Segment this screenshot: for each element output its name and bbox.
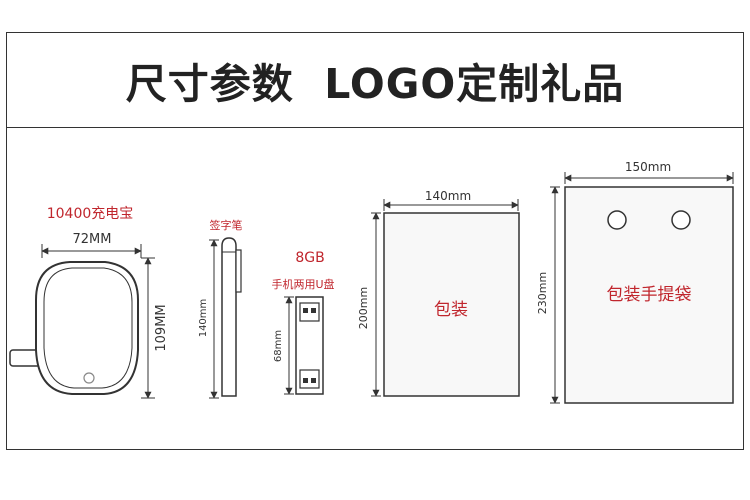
pen-name: 签字笔 [210, 218, 243, 232]
usb-pin [303, 308, 308, 313]
power-bank-group: 10400充电宝 72MM 109MM [9, 206, 169, 399]
usb-pin [311, 308, 316, 313]
usb-pin [303, 378, 308, 383]
package-group: 140mm 包装 200mm [357, 189, 520, 397]
tote-bag-group: 150mm 包装手提袋 230mm [536, 160, 734, 404]
power-bank-button [83, 372, 95, 384]
usb-capacity: 8GB [295, 250, 324, 266]
tote-bag-hole-left [607, 210, 627, 230]
package-height-label: 200mm [357, 287, 370, 329]
tote-bag-hole-right [671, 210, 691, 230]
package-name: 包装 [434, 300, 468, 320]
usb-height-label: 68mm [273, 330, 284, 362]
tote-bag-height-label: 230mm [536, 272, 549, 314]
power-bank-height-label: 109MM [154, 304, 169, 351]
power-bank-body [35, 261, 139, 395]
frame: 尺寸参数 LOGO定制礼品 [6, 32, 744, 450]
tote-bag-width-label: 150mm [625, 160, 671, 174]
power-bank-name: 10400充电宝 [47, 206, 134, 222]
usb-name: 手机两用U盘 [271, 277, 334, 291]
power-bank-width-label: 72MM [73, 232, 112, 247]
tote-bag-name: 包装手提袋 [607, 285, 692, 305]
tote-bag-body [564, 186, 734, 404]
pen-group: 签字笔 140mm [198, 218, 243, 399]
page-title: 尺寸参数 LOGO定制礼品 [125, 60, 625, 108]
title-bar: 尺寸参数 LOGO定制礼品 [7, 33, 743, 128]
pen-body [221, 237, 237, 397]
package-box [383, 212, 520, 397]
power-bank-inner-edge [43, 267, 133, 389]
pen-height-label: 140mm [198, 299, 209, 338]
usb-connector-bottom [299, 369, 320, 389]
package-width-label: 140mm [425, 189, 471, 203]
usb-connector-top [299, 302, 320, 322]
usb-pin [311, 378, 316, 383]
pen-clip [235, 249, 242, 293]
usb-group: 8GB 手机两用U盘 68mm [271, 250, 335, 395]
